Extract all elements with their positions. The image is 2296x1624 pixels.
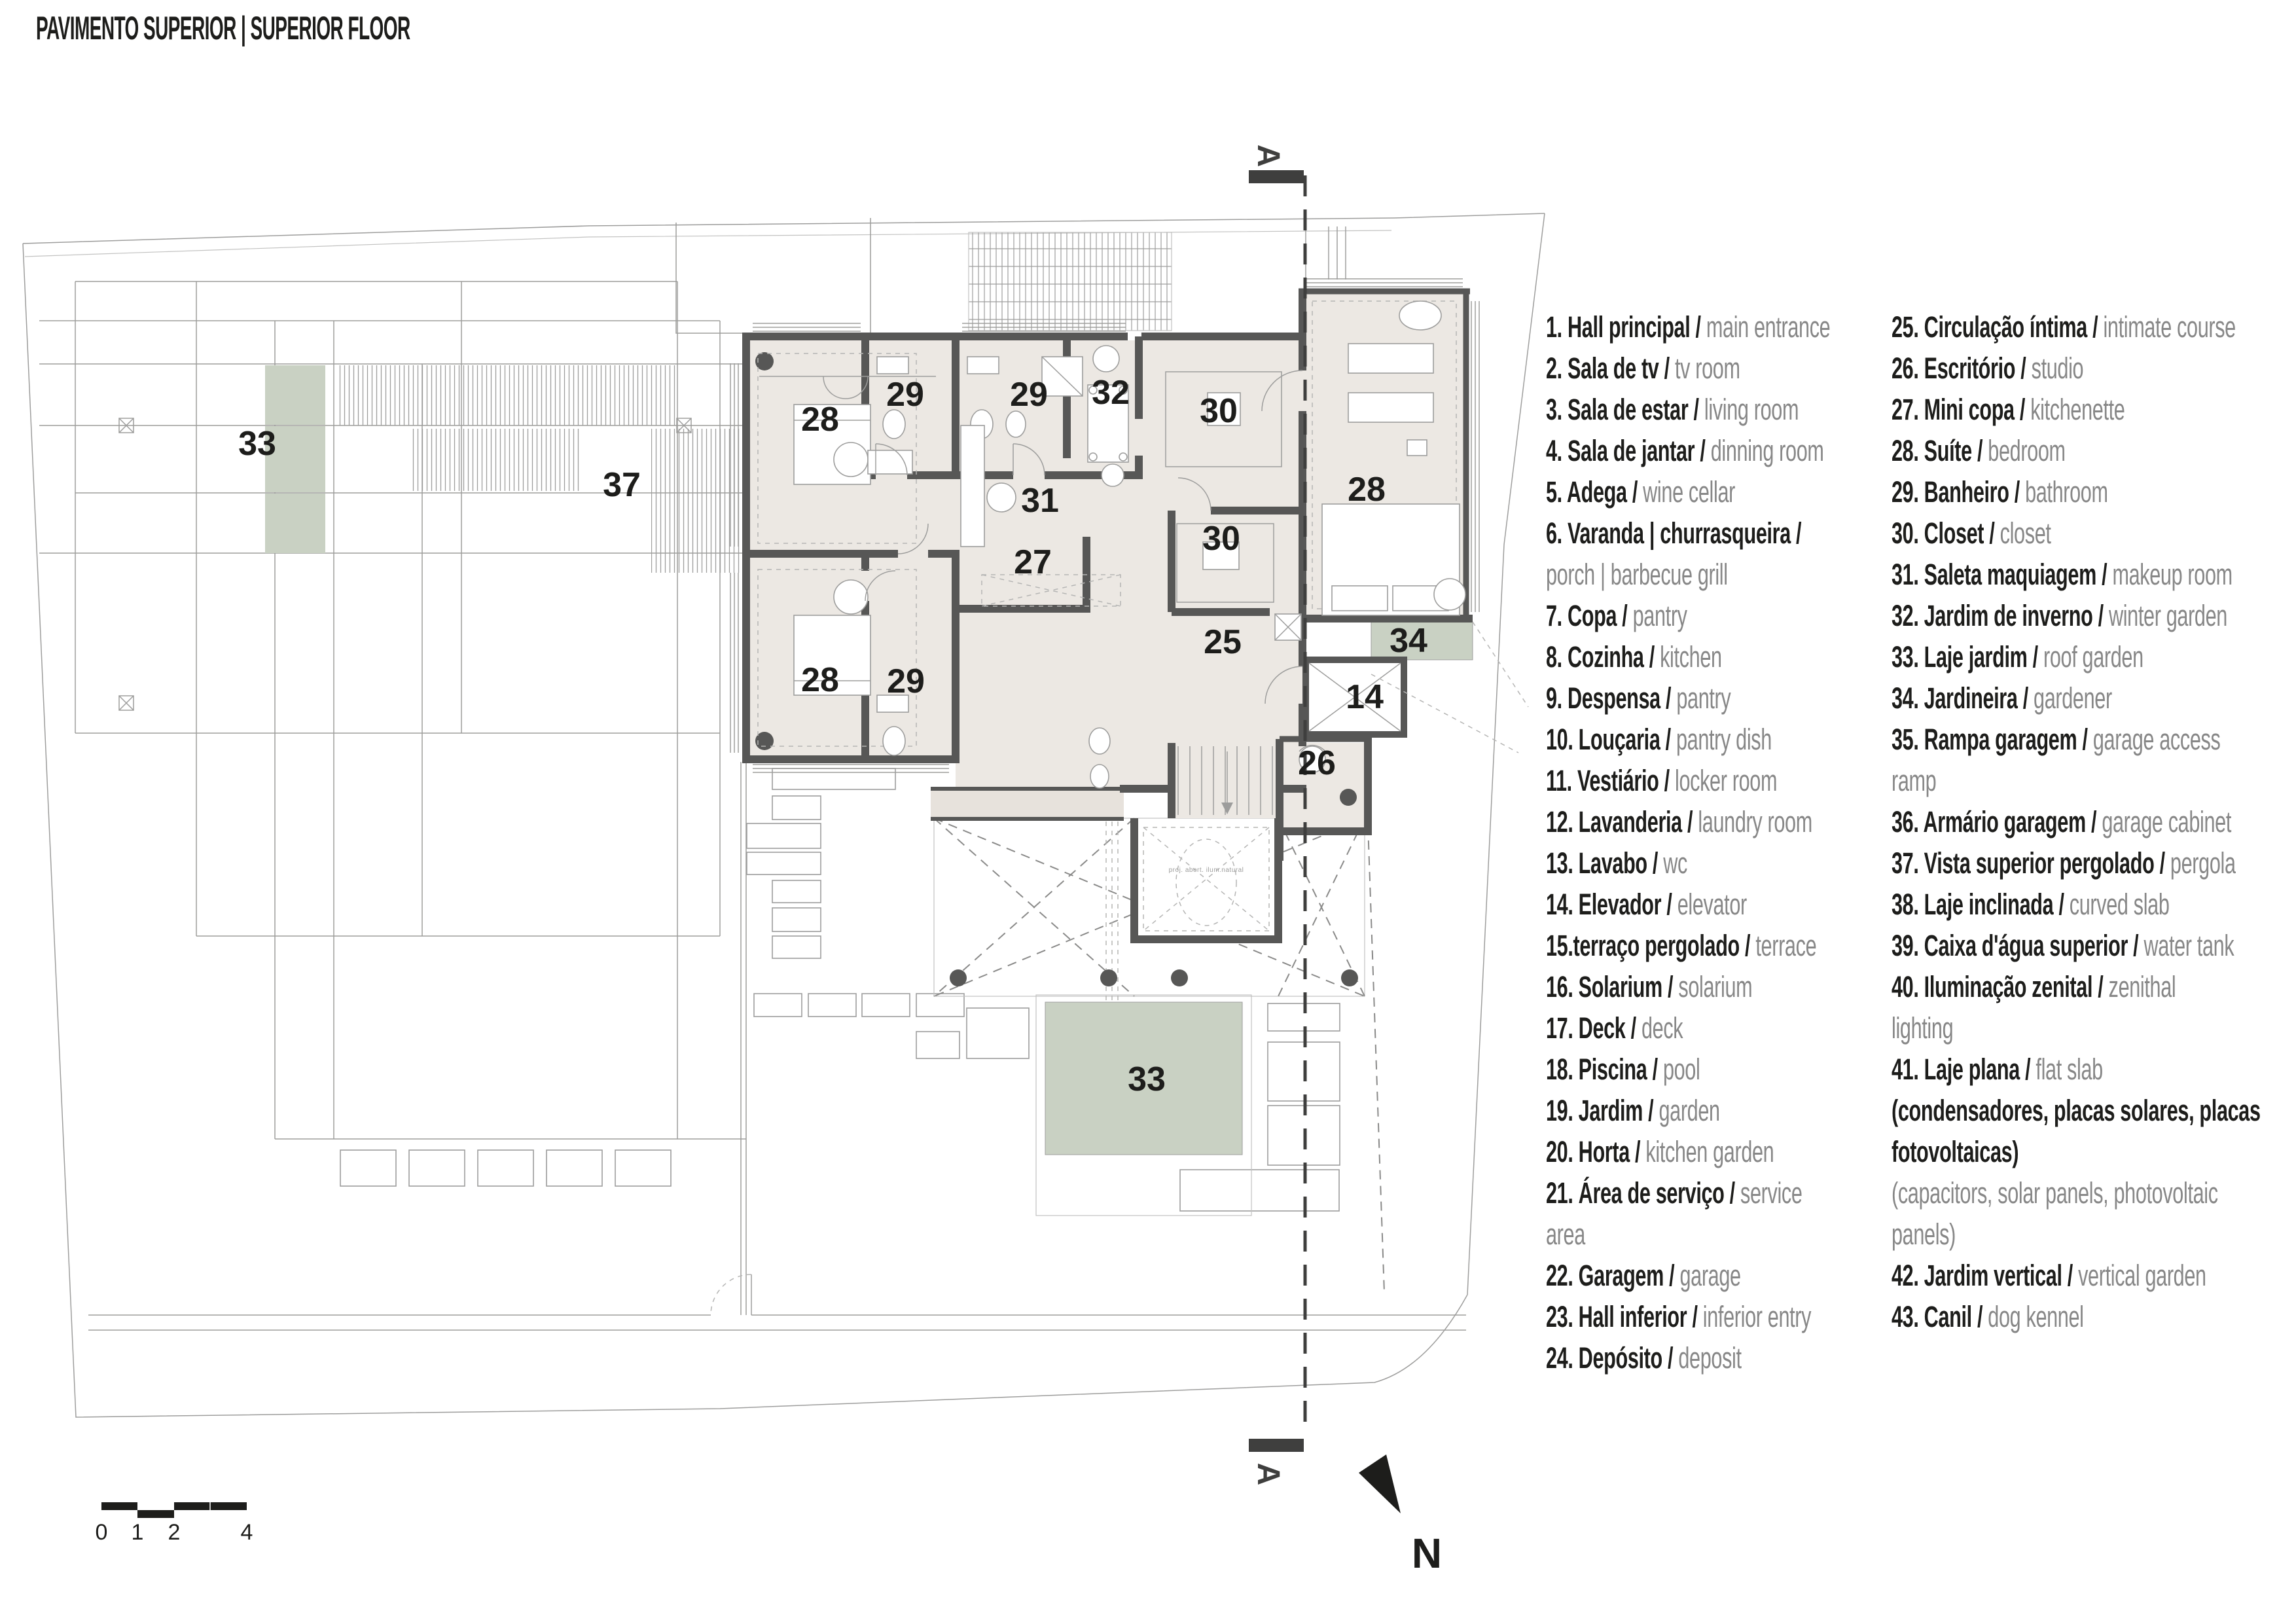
pool-roof-garden (1035, 994, 1252, 1216)
legend-item: 21. Área de serviço / service area (1546, 1176, 1803, 1251)
legend-item: 32. Jardim de inverno / winter garden (1892, 599, 2227, 632)
legend-item: 2. Sala de tv / tv room (1546, 352, 1740, 385)
room-label-29: 29 (886, 376, 924, 414)
legend-item: 6. Varanda | churrasqueira / porch | bar… (1546, 516, 1807, 591)
scale-label-4: 4 (241, 1520, 253, 1545)
room-label-30: 30 (1202, 520, 1240, 558)
legend-item: 34. Jardineira / gardener (1892, 681, 2112, 715)
pergola-hatch (337, 232, 1172, 573)
legend-column-2: 25. Circulação íntima / intimate course 2… (1892, 306, 2274, 1337)
legend-item: 23. Hall inferior / inferior entry (1546, 1300, 1812, 1333)
legend-item: 14. Elevador / elevator (1546, 888, 1747, 921)
site-fence (88, 1274, 1466, 1331)
zenithal-light-void: proj. abert. ilum.natural (1138, 822, 1274, 935)
room-label-37: 37 (603, 466, 641, 504)
legend-item: 26. Escritório / studio (1892, 352, 2084, 385)
legend-item: 5. Adega / wine cellar (1546, 475, 1735, 509)
legend-item: 43. Canil / dog kennel (1892, 1300, 2084, 1333)
stair (1177, 746, 1273, 815)
room-label-28: 28 (1348, 471, 1386, 509)
room-label-29: 29 (887, 662, 925, 700)
windows (730, 278, 1480, 773)
elevator (1302, 657, 1407, 738)
room-label-30: 30 (1200, 392, 1238, 430)
landscape-grid (39, 232, 1466, 1331)
room-label-32: 32 (1092, 374, 1130, 412)
legend-item: 20. Horta / kitchen garden (1546, 1135, 1774, 1168)
legend-item: 35. Rampa garagem / garage access ramp (1892, 723, 2221, 797)
legend-item: 17. Deck / deck (1546, 1011, 1683, 1045)
door-arcs (865, 370, 1303, 704)
column-marker-icon (118, 418, 692, 711)
section-label-top: A (1251, 145, 1285, 168)
zenithal-annotation: proj. abert. ilum.natural (1169, 867, 1244, 874)
scale-label-0: 0 (96, 1520, 108, 1545)
legend-item: 15.terraço pergolado / terrace (1546, 929, 1817, 962)
legend-item: 8. Cozinha / kitchen (1546, 640, 1722, 674)
room-label-29: 29 (1010, 376, 1048, 414)
section-marker-bottom (1249, 1439, 1304, 1452)
north-arrow: N (1359, 1454, 1442, 1577)
legend-column-1: 1. Hall principal / main entrance 2. Sala… (1546, 306, 1929, 1379)
legend-item: 38. Laje inclinada / curved slab (1892, 888, 2170, 921)
north-label: N (1412, 1530, 1442, 1577)
page-title: PAVIMENTO SUPERIOR | SUPERIOR FLOOR (36, 10, 410, 46)
scale-label-1: 1 (132, 1520, 144, 1545)
legend-item: 18. Piscina / pool (1546, 1053, 1700, 1086)
terrace-void (916, 795, 1385, 1293)
scale-bar: 0 1 2 4 (96, 1502, 253, 1545)
roof-garden-strip (265, 365, 325, 553)
garden-beds (340, 1149, 672, 1187)
legend-item: 36. Armário garagem / garage cabinet (1892, 805, 2232, 839)
section-label-bottom: A (1251, 1463, 1285, 1486)
room-label-33: 33 (1128, 1060, 1166, 1098)
legend-item: 7. Copa / pantry (1546, 599, 1687, 632)
north-arrow-icon (1359, 1454, 1401, 1513)
room-label-14: 14 (1346, 678, 1384, 716)
scale-label-2: 2 (168, 1520, 181, 1545)
legend-item: 1. Hall principal / main entrance (1546, 310, 1831, 344)
legend-item: 24. Depósito / deposit (1546, 1341, 1742, 1375)
room-label-33: 33 (238, 425, 276, 463)
room-label-26: 26 (1298, 744, 1336, 782)
legend-item: 12. Lavanderia / laundry room (1546, 805, 1812, 839)
legend-item: 10. Louçaria / pantry dish (1546, 723, 1772, 756)
room-label-28: 28 (801, 661, 839, 699)
legend-item: 30. Closet / closet (1892, 516, 2051, 550)
furniture (755, 300, 1529, 806)
legend-item: 39. Caixa d'água superior / water tank (1892, 929, 2234, 962)
legend-item: 40. Iluminação zenital / zenithal lighti… (1892, 970, 2176, 1045)
room-label-31: 31 (1021, 482, 1059, 520)
site-boundary (22, 213, 1545, 1418)
jardineira-strip (1371, 621, 1473, 660)
legend-item: 27. Mini copa / kitchenette (1892, 393, 2125, 426)
section-line: A A (1249, 145, 1307, 1486)
stair-arrow-icon (1221, 803, 1233, 814)
legend-item: 19. Jardim / garden (1546, 1094, 1720, 1127)
legend-item: 42. Jardim vertical / vertical garden (1892, 1259, 2206, 1292)
legend-item: 16. Solarium / solarium (1546, 970, 1753, 1003)
legend-item: 29. Banheiro / bathroom (1892, 475, 2108, 509)
legend-item: 22. Garagem / garage (1546, 1259, 1741, 1292)
room-label-34: 34 (1390, 622, 1427, 660)
room-label-25: 25 (1204, 623, 1242, 661)
legend-item: 11. Vestiário / locker room (1546, 764, 1778, 797)
legend-item: 28. Suíte / bedroom (1892, 434, 2066, 467)
legend-item: 25. Circulação íntima / intimate course (1892, 310, 2236, 344)
legend-item: 41. Laje plana / flat slab (condensadore… (1892, 1053, 2261, 1251)
legend-item: 31. Saleta maquiagem / makeup room (1892, 558, 2233, 591)
legend-item: 3. Sala de estar / living room (1546, 393, 1799, 426)
legend-item: 37. Vista superior pergolado / pergola (1892, 846, 2236, 880)
legend-item: 33. Laje jardim / roof garden (1892, 640, 2144, 674)
legend-item: 4. Sala de jantar / dinning room (1546, 434, 1824, 467)
legend-item: 13. Lavabo / wc (1546, 846, 1687, 880)
legend-item: 9. Despensa / pantry (1546, 681, 1731, 715)
section-marker-top (1249, 170, 1304, 183)
room-label-27: 27 (1014, 543, 1052, 581)
planter-boxes (740, 762, 965, 1315)
room-label-28: 28 (801, 401, 839, 439)
